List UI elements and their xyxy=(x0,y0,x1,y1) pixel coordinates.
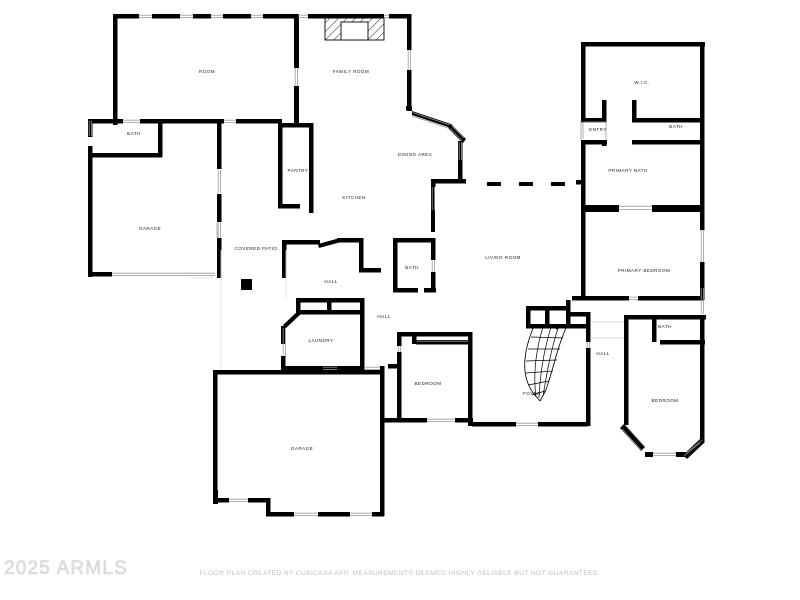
room-label-living-room: LIVING ROOM xyxy=(485,255,521,260)
fireplace-hatch xyxy=(324,17,385,41)
room-label-garage-left: GARAGE xyxy=(139,226,161,231)
room-label-primary-bedroom: PRIMARY BEDROOM xyxy=(618,268,671,273)
armls-watermark: 2025 ARMLS xyxy=(4,558,128,580)
room-label-bath-wic: BATH xyxy=(669,124,683,129)
room-label-bath-bedroom: BATH xyxy=(658,324,672,329)
room-label-hall-upper: HALL xyxy=(324,279,337,284)
half-wall-dashes xyxy=(487,182,565,186)
room-label-laundry: LAUNDRY xyxy=(308,338,333,343)
room-label-pantry: PANTRY xyxy=(288,168,309,173)
room-label-covered-patio: COVERED PATIO xyxy=(235,246,278,251)
room-label-bedroom-right: BEDROOM xyxy=(652,398,679,403)
room-label-bedroom-mid: BEDROOM xyxy=(415,381,442,386)
room-label-foyer: FOYER xyxy=(523,391,541,396)
room-label-bath-living: BATH xyxy=(405,265,419,270)
room-label-dining-area: DINING AREA xyxy=(398,152,433,157)
room-label-garage-lower: GARAGE xyxy=(291,446,313,451)
room-label-room: ROOM xyxy=(199,69,215,74)
room-label-family-room: FAMILY ROOM xyxy=(333,69,369,74)
room-label-hall-right: HALL xyxy=(596,351,609,356)
room-label-group: ROOM FAMILY ROOM BATH ENTRY BATH W.I.C. … xyxy=(127,69,683,451)
room-label-hall-mid: HALL xyxy=(377,314,390,319)
wall-group-exterior xyxy=(88,14,706,517)
patio-column xyxy=(241,279,252,290)
room-label-bath-garage: BATH xyxy=(127,131,141,136)
room-label-kitchen: KITCHEN xyxy=(342,195,365,200)
window-group xyxy=(88,14,704,516)
room-label-primary-bath: PRIMARY BATH xyxy=(608,168,647,173)
disclaimer-footer: FLOOR PLAN CREATED BY CUBICASA APP. MEAS… xyxy=(199,570,601,577)
room-label-wic: W.I.C. xyxy=(634,80,649,85)
room-label-entry: ENTRY xyxy=(589,127,607,132)
curved-staircase xyxy=(524,325,567,402)
